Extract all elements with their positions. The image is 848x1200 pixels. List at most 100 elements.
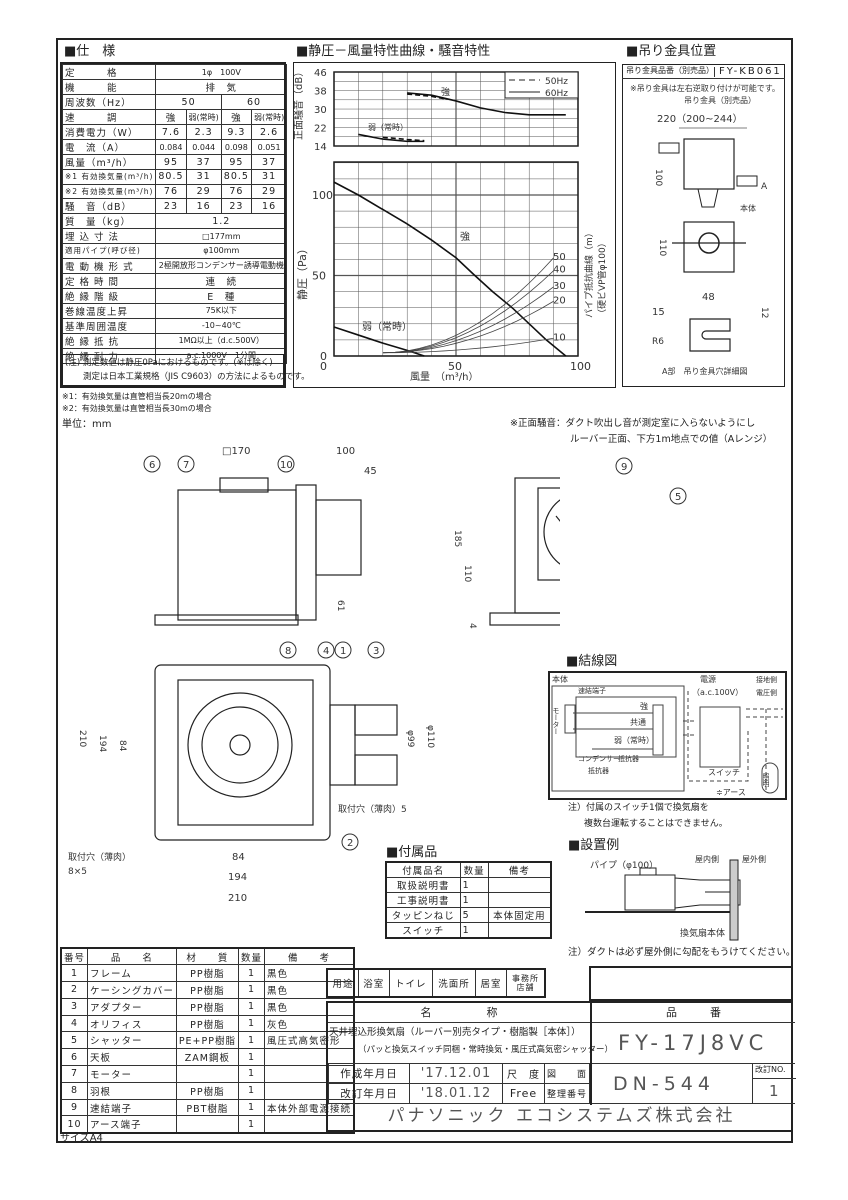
header-cell: 数量: [237, 947, 266, 966]
table-cell: 7: [60, 1065, 89, 1083]
hanger-detail-label: A部 吊り金具穴詳細図: [662, 366, 747, 376]
plan-view: [154, 664, 398, 841]
pipe-curve-20: [382, 300, 554, 354]
company-name: パナソニック エコシステムズ株式会社: [387, 1106, 736, 1126]
xtick: 0: [320, 360, 327, 373]
header-cell: 番号: [60, 947, 89, 966]
balloon-label: 2: [347, 838, 353, 849]
hanger-dim-width: 220（200~244）: [657, 113, 743, 125]
legend-60: 60Hz: [545, 89, 568, 99]
table-cell: タッピンねじ: [385, 907, 461, 923]
hanger-body-top: [683, 138, 735, 190]
dim-110: 110: [462, 565, 472, 582]
wiring-common: 共通: [630, 717, 646, 727]
drawno-label-2: 整理番号: [543, 1083, 591, 1104]
product-drawings: □170 100 45 61 185 110 4 210 194 84 φ99 …: [68, 446, 560, 904]
spec-label: 埋 込 寸 法: [61, 228, 157, 244]
table-cell: [487, 922, 552, 939]
table-cell: PP樹脂: [175, 1014, 239, 1033]
spec-label: 絶 縁 耐 力: [61, 347, 157, 364]
balloon-5: [669, 487, 687, 505]
dim-194: 194: [228, 872, 247, 883]
table-cell: 1: [459, 877, 489, 893]
hanger-bracket-label: 吊り金具（別売品）: [684, 95, 756, 105]
spec-note-1: (注) 測定数値は静圧0Paにおけるものです。(※は除く): [65, 358, 273, 368]
wiring-light: 照明: [762, 773, 770, 788]
pipe-label: パイプ抵抗曲線（m）: [583, 228, 595, 318]
pipe-curve-label: 50: [553, 252, 566, 263]
table-cell: PP樹脂: [175, 1081, 239, 1100]
paper-size: サイズA4: [60, 1133, 103, 1144]
table-cell: 羽根: [87, 1081, 177, 1100]
wiring-body: 本体: [552, 674, 568, 684]
balloon-label: 7: [183, 460, 189, 471]
drawno-label-1: 図 面: [543, 1063, 591, 1084]
table-cell: アース端子: [87, 1115, 177, 1134]
table-cell: フレーム: [87, 964, 177, 983]
uses-row: 用途浴室トイレ洗面所居室事務所 店舗: [326, 968, 546, 998]
wiring-title: ■結線図: [566, 654, 618, 669]
spec-row: 埋 込 寸 法□177mm: [61, 228, 288, 244]
hanger-r6: R6: [652, 337, 664, 347]
table-cell: 天板: [87, 1048, 177, 1067]
install-title: ■設置例: [568, 838, 620, 853]
hanger-part-row: 吊り金具品番（別売品） FY-KB061: [622, 64, 785, 79]
pipe-curve-50: [382, 257, 554, 354]
balloon-8: [279, 641, 297, 659]
hanger-body-label: 本体: [740, 203, 756, 213]
dim-194-vertical: 194: [97, 735, 107, 752]
pipe-curve-10: [382, 337, 554, 354]
spec-row: 定 格 時 間連 続: [61, 272, 288, 289]
dim-phi99: φ99: [405, 730, 415, 748]
install-pipe-label: パイプ（φ100）: [590, 860, 658, 871]
table-cell: 1: [237, 1031, 266, 1050]
hanger-dim-110: 110: [657, 239, 667, 256]
created-label: 作成年月日: [328, 1063, 410, 1084]
install-indoor: 屋内側: [695, 854, 719, 864]
spec-title: ■仕 様: [64, 44, 116, 59]
table-cell: 速結端子: [87, 1098, 177, 1117]
spec-value: a.c.1000V 1分間: [155, 347, 288, 364]
balloon-label: 6: [149, 460, 155, 471]
wiring-ac: （a.c.100V）: [692, 688, 743, 697]
mount-hole-label: 取付穴（薄肉）5: [338, 803, 407, 815]
hanger-part-no: FY-KB061: [714, 67, 782, 77]
wiring-earth: ≑アース: [716, 788, 746, 797]
hanger-note: ※吊り金具は左右逆取り付けが可能です。: [630, 83, 780, 93]
hanger-dim-100: 100: [653, 169, 663, 186]
table-cell: 1: [237, 997, 266, 1016]
pipe-curve-label: 20: [553, 295, 566, 306]
table-cell: ZAM鋼板: [175, 1048, 239, 1067]
wiring-voltage-side: 電圧側: [756, 688, 777, 697]
mount-hole-count: 8×5: [68, 867, 87, 877]
footnote-2: ※2：有効換気量は直管相当長30mの場合: [62, 404, 212, 413]
pipe-curve-label: 40: [553, 265, 566, 276]
dim-84-vertical: 84: [117, 740, 127, 752]
dim-61: 61: [335, 600, 345, 611]
pressure-weak-label: 弱（常時）: [362, 320, 412, 333]
hanger-box: [622, 64, 785, 387]
accessories-title: ■付属品: [386, 845, 438, 860]
table-header: 番号品 名材 質数量備 考: [60, 947, 355, 966]
table-cell: 3: [60, 997, 89, 1016]
hanger-title: ■吊り金具位置: [626, 44, 717, 59]
table-cell: [175, 1065, 239, 1083]
hanger-dim-15: 15: [652, 307, 665, 318]
spec-value: 37: [250, 154, 288, 170]
noise-ytick: 14: [314, 142, 327, 153]
table-cell: 1: [237, 964, 266, 983]
header-cell: 材 質: [175, 947, 239, 966]
install-example: パイプ（φ100） 屋内側 屋外側 換気扇本体: [585, 854, 766, 941]
wiring-note-2: 複数台運転することはできません。: [584, 819, 728, 829]
mount-hole-label-2: 取付穴（薄肉）: [68, 851, 131, 863]
spec-value: 31: [250, 169, 288, 185]
